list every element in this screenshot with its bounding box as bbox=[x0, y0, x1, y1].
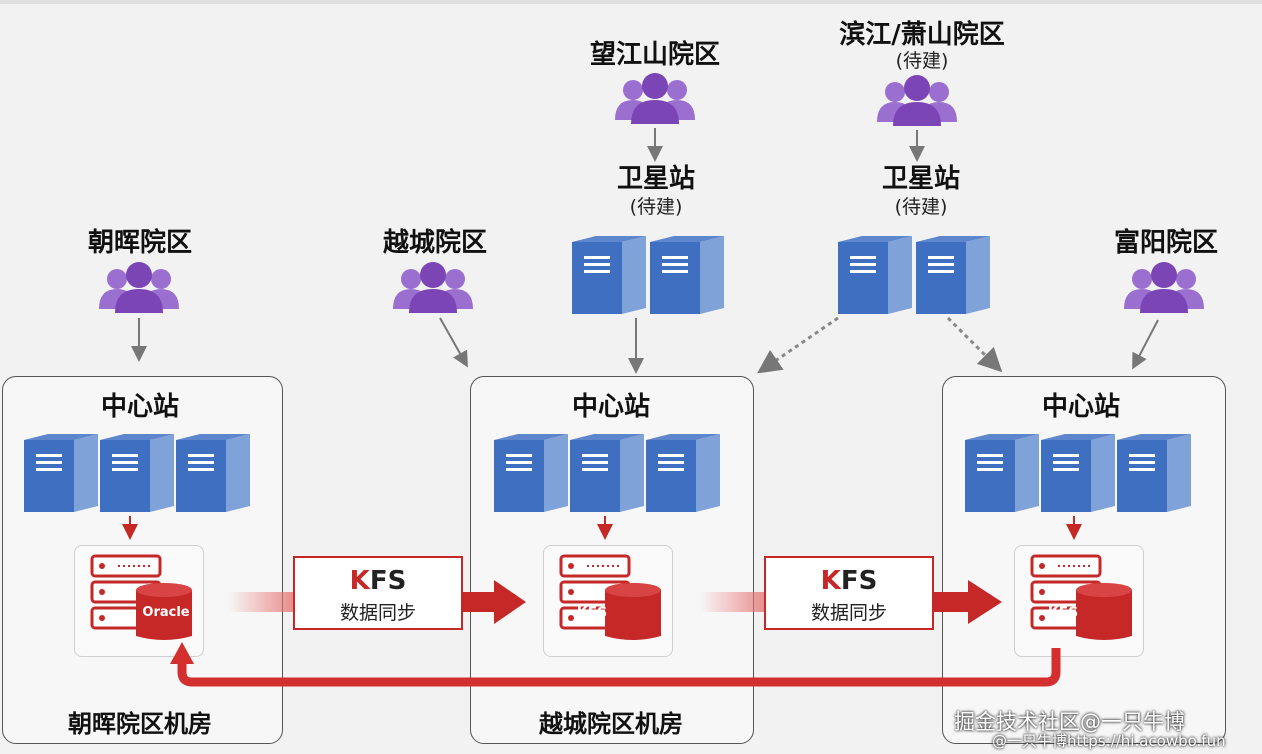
server-icon bbox=[572, 236, 646, 314]
people-icon-binjiang bbox=[877, 75, 957, 126]
kfs-sync-label: 数据同步 bbox=[339, 602, 416, 624]
db-label-kes-right: KES bbox=[1047, 605, 1079, 621]
kfs-brand: KFS bbox=[349, 566, 407, 596]
sync-flow-body-right bbox=[930, 592, 970, 612]
satellite-right-note: (待建) bbox=[894, 196, 948, 218]
people-icon-yuecheng bbox=[393, 262, 473, 313]
server-icon bbox=[1041, 434, 1115, 512]
satellite-left-title: 卫星站 bbox=[616, 164, 695, 194]
server-icon bbox=[1117, 434, 1191, 512]
arrow-yuecheng-to-center bbox=[439, 317, 468, 368]
room-zhaohui: 朝晖院区机房 bbox=[68, 710, 212, 738]
campus-binjiang: 滨江/萧山院区 bbox=[839, 20, 1005, 50]
server-icon bbox=[965, 434, 1039, 512]
server-icon bbox=[570, 434, 644, 512]
center-right-title: 中心站 bbox=[1041, 392, 1120, 422]
sync-flow-head-right bbox=[968, 580, 1002, 624]
database-icon-left bbox=[90, 554, 194, 642]
server-icon bbox=[838, 236, 912, 314]
server-icon bbox=[646, 434, 720, 512]
campus-binjiang-note: (待建) bbox=[895, 50, 949, 72]
database-icon-mid bbox=[559, 554, 663, 642]
server-icon bbox=[24, 434, 98, 512]
server-icon bbox=[494, 434, 568, 512]
dashed-arrow-satellite-to-fuyang bbox=[946, 316, 1003, 373]
db-label-oracle: Oracle bbox=[142, 605, 190, 620]
kfs-sync-box-left: KFS 数据同步 bbox=[293, 556, 463, 630]
sync-return-loop-head bbox=[170, 642, 194, 664]
server-icon bbox=[100, 434, 174, 512]
satellite-left-note: (待建) bbox=[629, 196, 683, 218]
people-icon-zhaohui bbox=[99, 262, 179, 313]
sync-flow-tail-left bbox=[228, 592, 294, 612]
database-icon-right bbox=[1030, 554, 1134, 642]
db-label-kes-mid: KES bbox=[576, 605, 608, 621]
room-yuecheng: 越城院区机房 bbox=[539, 710, 683, 738]
satellite-right-title: 卫星站 bbox=[881, 164, 960, 194]
campus-wangjiangshan: 望江山院区 bbox=[589, 40, 720, 70]
server-icon bbox=[650, 236, 724, 314]
center-mid-title: 中心站 bbox=[571, 392, 650, 422]
sync-flow-head-left bbox=[494, 580, 526, 624]
kfs-sync-box-right: KFS 数据同步 bbox=[764, 556, 934, 630]
campus-zhaohui: 朝晖院区 bbox=[87, 228, 192, 258]
server-icon bbox=[176, 434, 250, 512]
campus-fuyang: 富阳院区 bbox=[1113, 228, 1218, 258]
campus-yuecheng: 越城院区 bbox=[382, 228, 487, 258]
sync-flow-tail-right bbox=[700, 592, 766, 612]
center-left-title: 中心站 bbox=[100, 392, 179, 422]
kfs-brand: KFS bbox=[820, 566, 878, 596]
server-icon bbox=[916, 236, 990, 314]
dashed-arrow-satellite-to-yuecheng bbox=[757, 316, 839, 374]
watermark-line2: @一只牛博https://hi.acowbo.fun bbox=[992, 732, 1226, 750]
kfs-sync-label: 数据同步 bbox=[810, 602, 887, 624]
watermark-line1: 掘金技术社区@一只牛博 bbox=[954, 710, 1185, 734]
arrow-fuyang-to-center bbox=[1132, 319, 1159, 370]
people-icon-wangjiangshan bbox=[615, 73, 695, 124]
sync-flow-body-left bbox=[460, 592, 496, 612]
sync-return-loop bbox=[177, 648, 1061, 687]
people-icon-fuyang bbox=[1124, 262, 1204, 313]
